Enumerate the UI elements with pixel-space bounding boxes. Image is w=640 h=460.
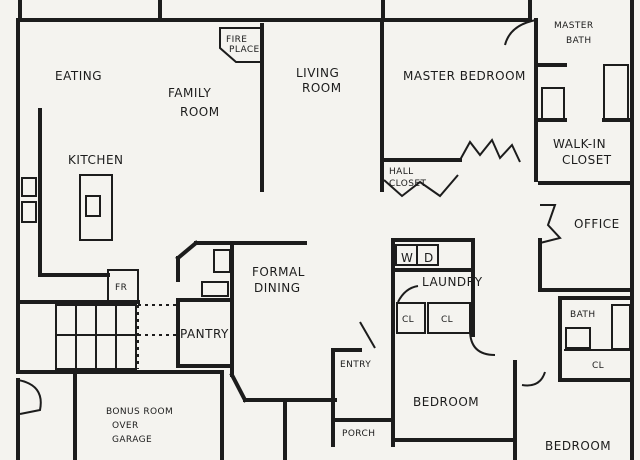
label-office: OFFICE bbox=[574, 217, 620, 231]
label-closet: CLOSET bbox=[562, 153, 612, 167]
labels: EATING FAMILY ROOM FIRE PLACE LIVING ROO… bbox=[55, 21, 620, 453]
label-cl-bath: CL bbox=[592, 361, 604, 371]
label-fr: FR bbox=[115, 283, 127, 293]
label-cl-2: CL bbox=[441, 315, 453, 325]
label-washer: W bbox=[401, 251, 413, 265]
label-kitchen: KITCHEN bbox=[68, 153, 124, 167]
label-master-bath-2: BATH bbox=[566, 36, 592, 46]
staircase bbox=[55, 304, 137, 370]
label-master-bedroom: MASTER BEDROOM bbox=[403, 69, 526, 83]
label-hall-closet-2: CLOSET bbox=[389, 179, 426, 189]
details bbox=[17, 19, 632, 415]
label-family: FAMILY bbox=[168, 86, 211, 100]
label-cl-1: CL bbox=[402, 315, 414, 325]
label-dining: DINING bbox=[254, 281, 301, 295]
label-master-bath-1: MASTER bbox=[554, 21, 593, 31]
label-walkin: WALK-IN bbox=[553, 137, 606, 151]
label-fireplace-1: FIRE bbox=[226, 35, 247, 45]
kitchen-island bbox=[79, 174, 113, 241]
label-living-room: ROOM bbox=[302, 81, 342, 95]
label-bonus-1: BONUS ROOM bbox=[106, 407, 173, 417]
label-bedroom-right: BEDROOM bbox=[545, 439, 611, 453]
label-family-room: ROOM bbox=[180, 105, 220, 119]
label-porch: PORCH bbox=[342, 429, 375, 439]
label-laundry: LAUNDRY bbox=[422, 275, 483, 289]
label-fireplace-2: PLACE bbox=[229, 45, 260, 55]
label-bonus-3: GARAGE bbox=[112, 435, 152, 445]
label-bedroom-middle: BEDROOM bbox=[413, 395, 479, 409]
label-entry: ENTRY bbox=[340, 360, 371, 370]
label-eating: EATING bbox=[55, 69, 102, 83]
label-formal: FORMAL bbox=[252, 265, 305, 279]
label-bath: BATH bbox=[570, 310, 596, 320]
label-bonus-2: OVER bbox=[112, 421, 139, 431]
label-hall-closet-1: HALL bbox=[389, 167, 414, 177]
fireplace-outline bbox=[219, 27, 263, 63]
label-pantry: PANTRY bbox=[180, 327, 229, 341]
label-dryer: D bbox=[424, 251, 434, 265]
label-living: LIVING bbox=[296, 66, 339, 80]
